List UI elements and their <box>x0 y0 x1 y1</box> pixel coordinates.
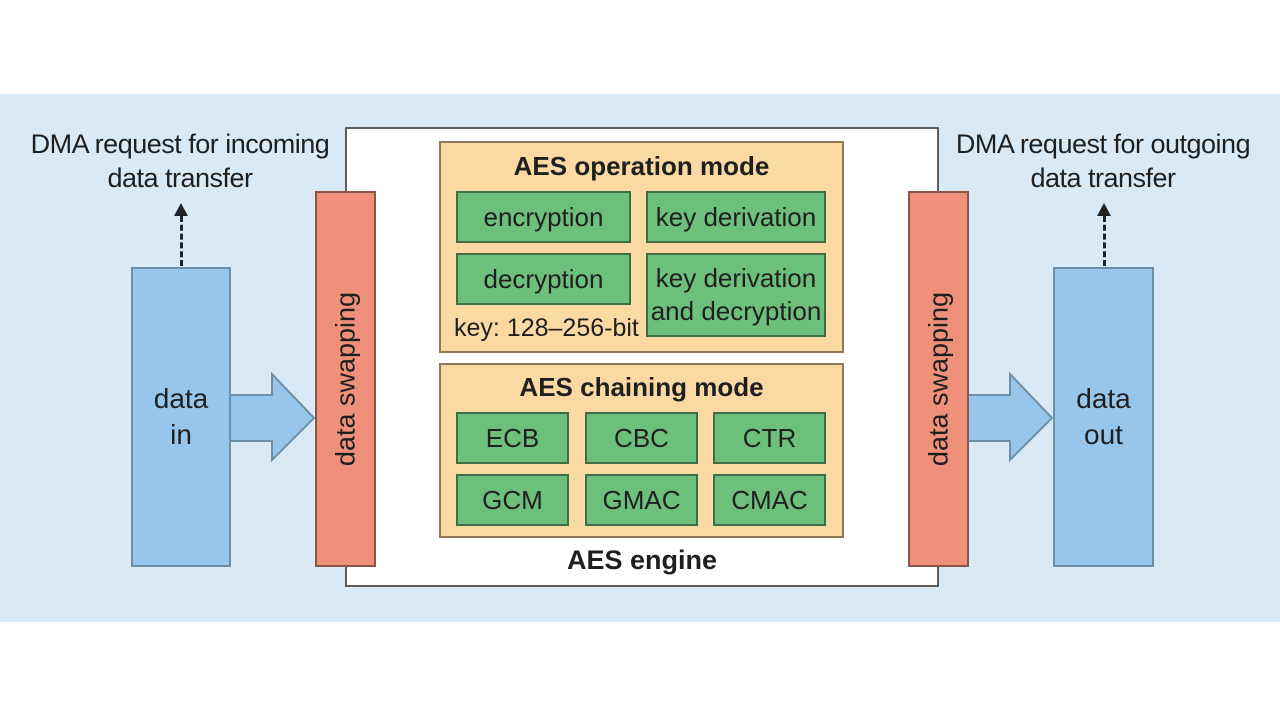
aes-operation-mode-title: AES operation mode <box>513 151 770 181</box>
data-in-line1: data <box>153 383 209 414</box>
mode-ctr-label: CTR <box>742 422 797 453</box>
dma-incoming-label: DMA request for incoming data transfer <box>20 127 340 195</box>
aes-engine-label: AES engine <box>566 545 718 575</box>
decryption-box: decryption <box>456 253 631 305</box>
dma-outgoing-label: DMA request for outgoing data transfer <box>943 127 1263 195</box>
key-derivation-label: key derivation <box>655 201 817 232</box>
mode-ctr-box: CTR <box>713 412 826 464</box>
mode-cmac-label: CMAC <box>731 484 808 515</box>
kdd-line1: key derivation <box>655 263 817 293</box>
data-in-box: data in <box>131 267 231 567</box>
dma-incoming-line2: data transfer <box>107 163 253 193</box>
mode-ecb-box: ECB <box>456 412 569 464</box>
data-swapping-left-label: data swapping <box>330 291 360 467</box>
key-derivation-box: key derivation <box>646 191 826 243</box>
data-swapping-right-label: data swapping <box>923 291 953 467</box>
dma-incoming-arrowhead <box>174 203 188 216</box>
data-out-arrow <box>967 372 1054 463</box>
data-out-line1: data <box>1076 383 1131 414</box>
mode-gmac-label: GMAC <box>602 484 681 515</box>
dma-outgoing-dashed-line <box>1103 216 1106 266</box>
data-in-line2: in <box>170 419 192 450</box>
mode-cbc-label: CBC <box>614 422 669 453</box>
aes-chaining-mode-title: AES chaining mode <box>519 372 764 402</box>
mode-cmac-box: CMAC <box>713 474 826 526</box>
encryption-box: encryption <box>456 191 631 243</box>
data-swapping-left: data swapping <box>315 191 376 567</box>
kdd-line2: and decryption <box>650 296 822 326</box>
dma-incoming-line1: DMA request for incoming <box>30 129 330 159</box>
data-swapping-right: data swapping <box>908 191 969 567</box>
key-size-label: key: 128–256-bit <box>454 314 639 342</box>
dma-incoming-dashed-line <box>180 216 183 266</box>
key-derivation-and-decryption-box: key derivation and decryption <box>646 253 826 337</box>
decryption-label: decryption <box>483 263 604 294</box>
data-out-line2: out <box>1084 419 1123 450</box>
mode-ecb-label: ECB <box>485 422 540 453</box>
data-out-box: data out <box>1053 267 1154 567</box>
data-in-arrow <box>229 372 316 463</box>
dma-outgoing-line1: DMA request for outgoing <box>955 129 1251 159</box>
mode-cbc-box: CBC <box>585 412 698 464</box>
mode-gcm-box: GCM <box>456 474 569 526</box>
dma-outgoing-line2: data transfer <box>1030 163 1176 193</box>
dma-outgoing-arrowhead <box>1097 203 1111 216</box>
encryption-label: encryption <box>483 201 604 232</box>
mode-gmac-box: GMAC <box>585 474 698 526</box>
mode-gcm-label: GCM <box>482 484 543 515</box>
